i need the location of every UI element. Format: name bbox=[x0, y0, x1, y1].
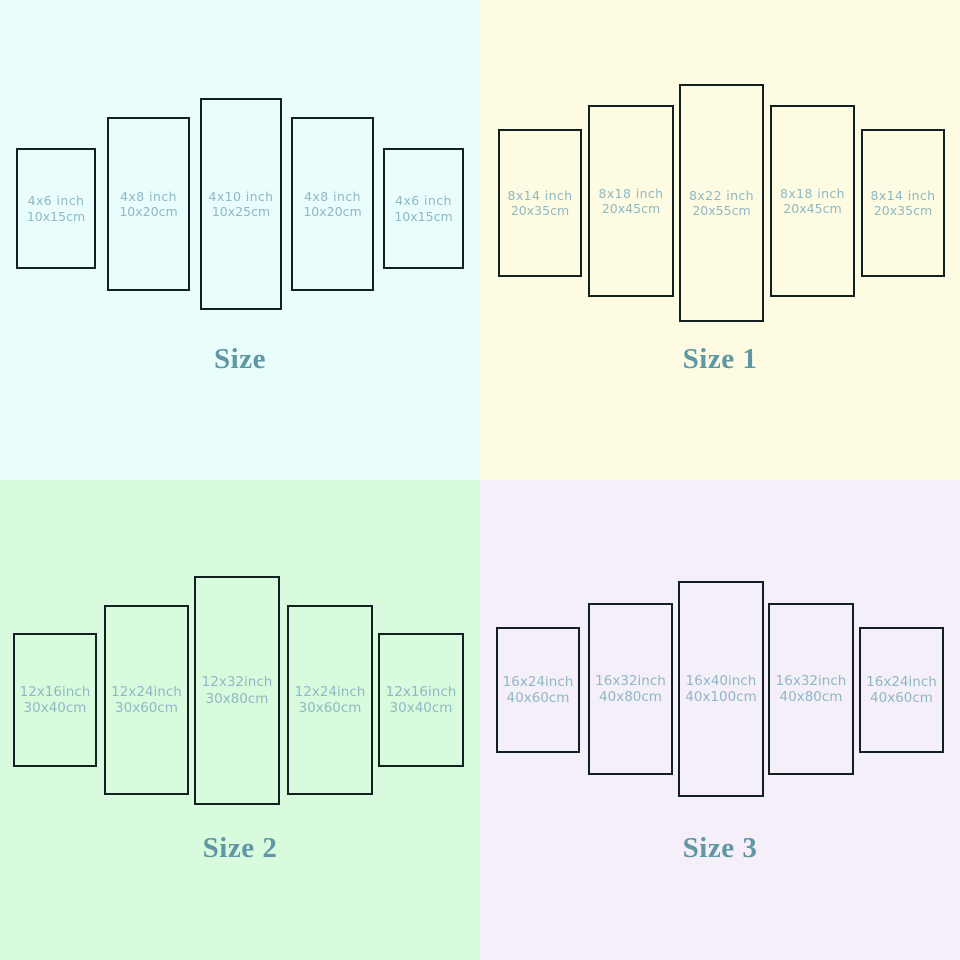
panel-size-inch: 4x6 inch bbox=[395, 193, 452, 209]
canvas-panel[interactable]: 4x8 inch 10x20cm bbox=[291, 117, 374, 291]
canvas-panel[interactable]: 12x24inch 30x60cm bbox=[287, 605, 373, 795]
panel-size-inch: 12x32inch bbox=[201, 674, 273, 691]
panel-size-inch: 8x18 inch bbox=[598, 185, 664, 201]
panel-size-inch: 16x32inch bbox=[775, 672, 847, 689]
panel-size-cm: 30x60cm bbox=[298, 700, 362, 716]
canvas-panel[interactable]: 4x8 inch 10x20cm bbox=[107, 117, 190, 291]
panel-size-cm: 10x25cm bbox=[211, 204, 271, 219]
panel-size-label: 4x6 inch 10x15cm bbox=[27, 193, 85, 224]
panel-size-inch: 8x18 inch bbox=[779, 185, 846, 201]
panel-size-cm: 30x60cm bbox=[115, 700, 178, 716]
panel-size-inch: 8x14 inch bbox=[507, 187, 573, 203]
panel-size-cm: 40x60cm bbox=[506, 690, 570, 706]
canvas-panel[interactable]: 8x18 inch 20x45cm bbox=[770, 105, 855, 297]
panel-group: 12x16inch 30x40cm 12x24inch 30x60cm 12x3… bbox=[0, 480, 480, 820]
panel-size-cm: 30x40cm bbox=[23, 700, 87, 716]
canvas-panel[interactable]: 16x32inch 40x80cm bbox=[768, 603, 854, 775]
canvas-panel[interactable]: 16x40inch 40x100cm bbox=[678, 581, 764, 797]
quadrant-title: Size bbox=[214, 343, 266, 375]
panel-size-cm: 10x20cm bbox=[303, 204, 362, 219]
panel-size-inch: 4x8 inch bbox=[120, 188, 177, 204]
panel-size-cm: 20x35cm bbox=[873, 203, 933, 218]
canvas-panel[interactable]: 8x14 inch 20x35cm bbox=[498, 129, 582, 277]
panel-size-cm: 40x80cm bbox=[779, 689, 843, 705]
size-option-quadrant-size[interactable]: 4x6 inch 10x15cm 4x8 inch 10x20cm 4x10 i… bbox=[0, 0, 480, 480]
panel-size-inch: 8x14 inch bbox=[870, 187, 936, 203]
canvas-panel[interactable]: 16x24inch 40x60cm bbox=[496, 627, 580, 753]
canvas-panel[interactable]: 8x22 inch 20x55cm bbox=[679, 84, 764, 322]
panel-size-label: 8x18 inch 20x45cm bbox=[780, 186, 845, 217]
panel-size-label: 8x22 inch 20x55cm bbox=[689, 188, 754, 219]
panel-size-label: 16x40inch 40x100cm bbox=[685, 673, 757, 706]
quadrant-title: Size 2 bbox=[202, 832, 278, 864]
panel-size-label: 12x16inch 30x40cm bbox=[20, 684, 91, 717]
panel-size-inch: 16x32inch bbox=[595, 672, 666, 689]
canvas-panel[interactable]: 4x10 inch 10x25cm bbox=[200, 98, 282, 310]
canvas-panel[interactable]: 8x18 inch 20x45cm bbox=[588, 105, 674, 297]
canvas-panel[interactable]: 4x6 inch 10x15cm bbox=[383, 148, 464, 269]
panel-size-label: 16x24inch 40x60cm bbox=[503, 674, 574, 707]
size-option-quadrant-size-2[interactable]: 12x16inch 30x40cm 12x24inch 30x60cm 12x3… bbox=[0, 480, 480, 960]
canvas-panel[interactable]: 16x24inch 40x60cm bbox=[859, 627, 944, 753]
panel-size-label: 4x6 inch 10x15cm bbox=[394, 193, 452, 224]
panel-size-label: 8x14 inch 20x35cm bbox=[507, 188, 572, 219]
panel-size-cm: 20x35cm bbox=[510, 203, 570, 218]
canvas-panel[interactable]: 4x6 inch 10x15cm bbox=[16, 148, 96, 269]
panel-size-cm: 10x20cm bbox=[119, 204, 178, 219]
panel-size-label: 12x24inch 30x60cm bbox=[295, 684, 366, 717]
size-option-quadrant-size-1[interactable]: 8x14 inch 20x35cm 8x18 inch 20x45cm 8x22… bbox=[480, 0, 960, 480]
panel-size-label: 12x24inch 30x60cm bbox=[111, 684, 182, 717]
panel-size-inch: 12x24inch bbox=[294, 683, 366, 700]
panel-size-inch: 12x24inch bbox=[111, 683, 182, 700]
panel-size-cm: 30x80cm bbox=[205, 690, 269, 707]
panel-size-label: 8x14 inch 20x35cm bbox=[870, 188, 935, 219]
panel-size-inch: 4x6 inch bbox=[27, 193, 85, 209]
panel-size-cm: 20x45cm bbox=[783, 201, 842, 216]
quadrant-title: Size 3 bbox=[682, 832, 758, 864]
panel-size-inch: 12x16inch bbox=[385, 683, 457, 700]
panel-group: 16x24inch 40x60cm 16x32inch 40x80cm 16x4… bbox=[480, 480, 960, 820]
panel-size-label: 16x32inch 40x80cm bbox=[776, 673, 847, 706]
panel-size-label: 16x32inch 40x80cm bbox=[595, 673, 666, 706]
canvas-panel[interactable]: 8x14 inch 20x35cm bbox=[861, 129, 945, 277]
panel-size-label: 16x24inch 40x60cm bbox=[866, 674, 937, 707]
panel-size-inch: 8x22 inch bbox=[688, 187, 755, 203]
canvas-panel[interactable]: 12x16inch 30x40cm bbox=[378, 633, 464, 767]
quadrant-title: Size 1 bbox=[682, 343, 758, 375]
panel-size-label: 8x18 inch 20x45cm bbox=[598, 186, 663, 217]
panel-size-inch: 16x40inch bbox=[685, 672, 757, 689]
panel-size-inch: 4x10 inch bbox=[208, 188, 274, 204]
panel-size-cm: 40x80cm bbox=[599, 689, 662, 705]
panel-size-label: 12x32inch 30x80cm bbox=[202, 674, 273, 707]
panel-size-label: 4x8 inch 10x20cm bbox=[303, 189, 361, 220]
panel-size-cm: 40x100cm bbox=[685, 689, 757, 705]
canvas-panel[interactable]: 16x32inch 40x80cm bbox=[588, 603, 673, 775]
canvas-panel[interactable]: 12x24inch 30x60cm bbox=[104, 605, 189, 795]
panel-size-inch: 16x24inch bbox=[866, 673, 937, 690]
panel-group: 4x6 inch 10x15cm 4x8 inch 10x20cm 4x10 i… bbox=[0, 0, 480, 340]
panel-size-cm: 20x45cm bbox=[601, 201, 661, 216]
canvas-panel[interactable]: 12x16inch 30x40cm bbox=[13, 633, 97, 767]
panel-size-inch: 16x24inch bbox=[502, 673, 574, 690]
panel-size-inch: 12x16inch bbox=[19, 683, 91, 700]
canvas-panel[interactable]: 12x32inch 30x80cm bbox=[194, 576, 280, 805]
panel-size-label: 4x10 inch 10x25cm bbox=[208, 189, 273, 220]
size-option-quadrant-size-3[interactable]: 16x24inch 40x60cm 16x32inch 40x80cm 16x4… bbox=[480, 480, 960, 960]
panel-size-cm: 20x55cm bbox=[692, 203, 751, 218]
panel-group: 8x14 inch 20x35cm 8x18 inch 20x45cm 8x22… bbox=[480, 0, 960, 340]
panel-size-cm: 30x40cm bbox=[389, 700, 453, 716]
panel-size-cm: 10x15cm bbox=[26, 208, 86, 224]
panel-size-cm: 40x60cm bbox=[870, 690, 933, 706]
panel-size-label: 12x16inch 30x40cm bbox=[386, 684, 457, 717]
panel-size-cm: 10x15cm bbox=[394, 208, 453, 224]
panel-size-inch: 4x8 inch bbox=[304, 188, 361, 204]
panel-size-label: 4x8 inch 10x20cm bbox=[119, 189, 177, 220]
